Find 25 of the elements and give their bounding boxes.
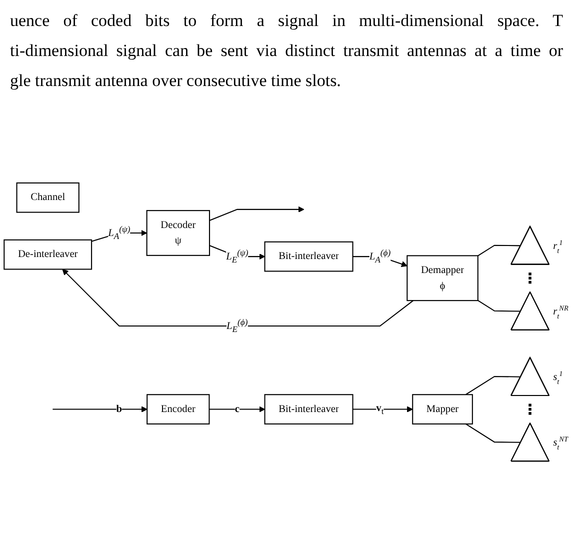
arrow <box>352 406 413 412</box>
connector-line <box>465 376 521 396</box>
arrow <box>209 406 266 412</box>
arrow <box>209 206 304 221</box>
process-box: Channel <box>16 182 80 213</box>
connector-line <box>478 244 521 256</box>
connector-line <box>478 300 521 312</box>
body-text: ti-dimensional signal can be sent via distinct transmit antennas at a time or <box>10 40 563 62</box>
antenna-icon <box>510 291 550 330</box>
arrow <box>62 268 414 327</box>
process-box: Decoder ψ <box>146 210 210 256</box>
antenna-icon <box>510 226 550 265</box>
connector-line <box>465 424 521 443</box>
process-box: Mapper <box>412 394 473 424</box>
body-text: uence of coded bits to form a signal in multi-dimensional space. T <box>10 10 563 32</box>
arrow <box>209 245 266 260</box>
body-text: gle transmit antenna over consecutive time slots. <box>10 70 342 92</box>
process-box: Demapper ϕ <box>406 255 478 302</box>
process-box: Bit-interleaver <box>264 241 354 272</box>
arrow <box>52 406 148 412</box>
antenna-icon <box>510 422 550 462</box>
antenna-icon <box>510 356 550 396</box>
process-box: Bit-interleaver <box>264 394 354 424</box>
process-box: De-interleaver <box>4 239 92 270</box>
process-box: Encoder <box>146 394 210 424</box>
